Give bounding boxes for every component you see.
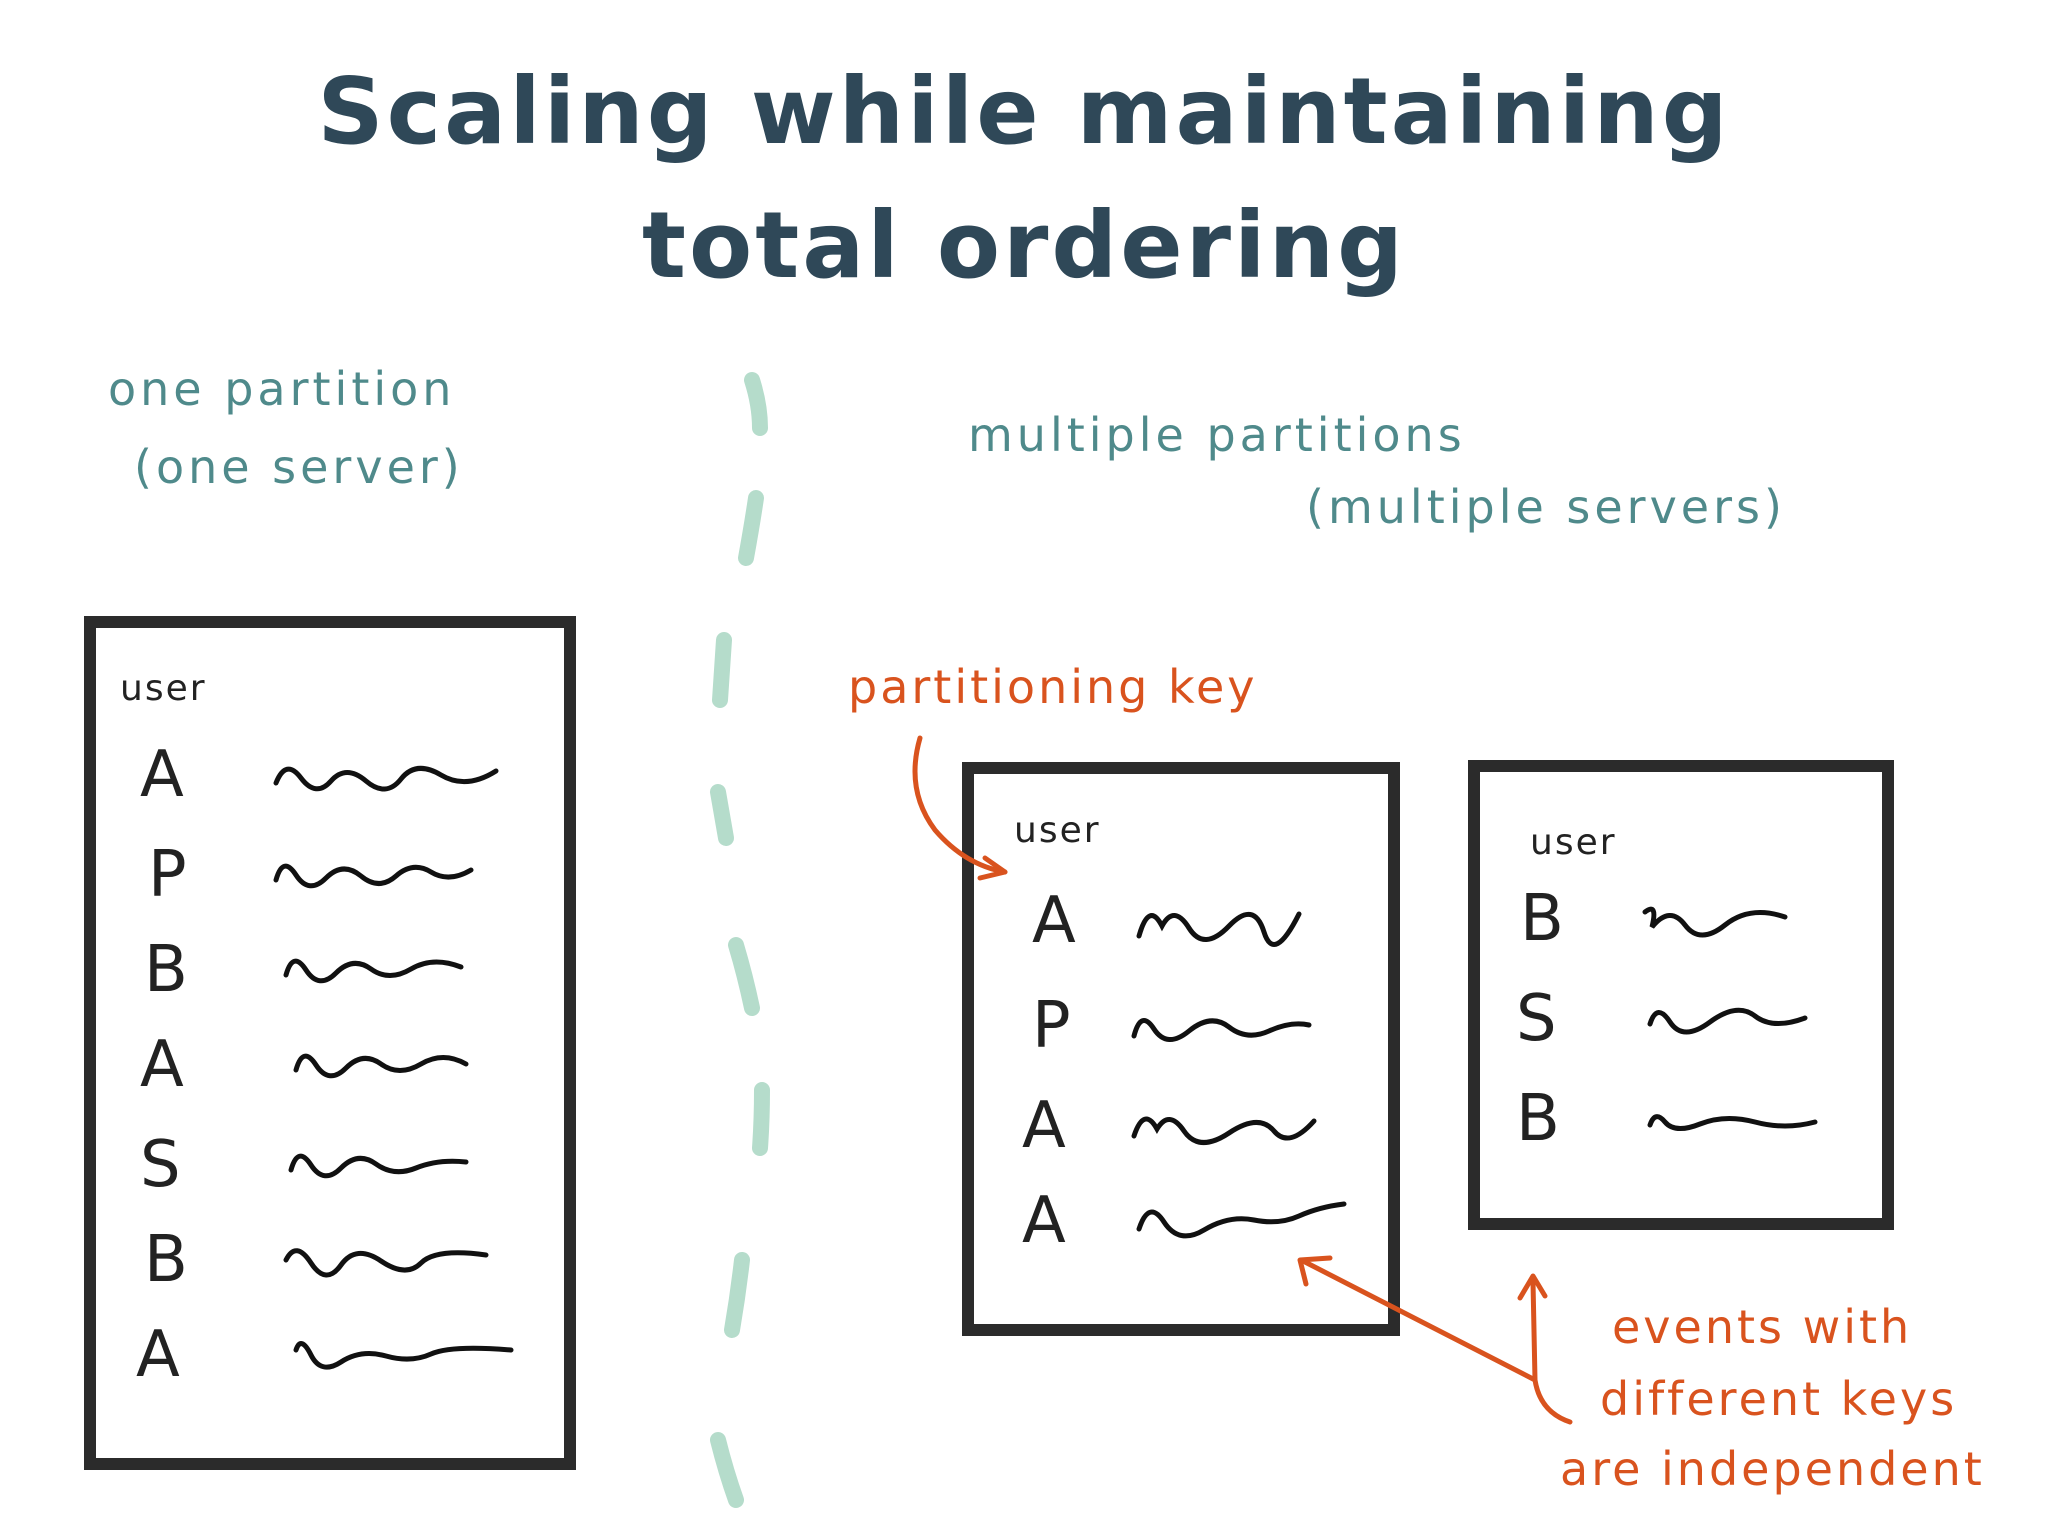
event-payload-squiggle: [293, 1053, 469, 1079]
event-payload-squiggle: [1642, 906, 1788, 938]
event-payload-squiggle: [273, 766, 499, 792]
note-line-3: are independent: [1560, 1442, 1985, 1496]
event-row: A: [96, 738, 564, 828]
partitioning-key-label: partitioning key: [848, 660, 1258, 714]
left-subheading: (one server): [134, 440, 464, 494]
title-line-1: Scaling while maintaining: [317, 58, 1731, 165]
event-row: B: [1480, 882, 1882, 972]
event-row: A: [96, 1028, 564, 1118]
user-key: A: [140, 1028, 184, 1102]
event-row: P: [974, 989, 1388, 1079]
left-heading: one partition: [108, 362, 456, 416]
event-payload-squiggle: [1647, 1007, 1808, 1035]
user-key: P: [148, 838, 187, 912]
event-row: A: [974, 884, 1388, 974]
column-label-user: user: [120, 668, 207, 709]
event-payload-squiggle: [1136, 1201, 1347, 1239]
event-payload-squiggle: [293, 1341, 514, 1370]
event-payload-squiggle: [283, 1248, 489, 1278]
event-payload-squiggle: [1136, 911, 1302, 947]
event-row: A: [974, 1089, 1388, 1179]
arrow-head: [977, 855, 1008, 881]
arrow-head: [1517, 1273, 1548, 1301]
event-row: A: [96, 1318, 564, 1408]
user-key: A: [1022, 1089, 1066, 1163]
user-key: B: [1520, 882, 1564, 956]
user-key: B: [1516, 1082, 1560, 1156]
user-key: S: [140, 1128, 181, 1202]
event-payload-squiggle: [273, 863, 474, 889]
user-key: P: [1032, 989, 1071, 1063]
note-line-2: different keys: [1600, 1372, 1958, 1426]
right-heading: multiple partitions: [968, 408, 1466, 462]
column-label-user: user: [1014, 810, 1101, 851]
event-row: B: [96, 1223, 564, 1313]
event-payload-squiggle: [1647, 1114, 1818, 1131]
user-key: A: [1022, 1184, 1066, 1258]
partition-a-box: user A P A A: [962, 762, 1400, 1336]
arrow-to-partition-a: [1302, 1259, 1573, 1425]
event-payload-squiggle: [283, 958, 464, 984]
title-line-2: total ordering: [642, 192, 1406, 299]
user-key: A: [140, 738, 184, 812]
single-partition-box: user A P B A S B A: [84, 616, 576, 1470]
partition-b-box: user B S B: [1468, 760, 1894, 1230]
arrow-to-partition-b: [1530, 1279, 1538, 1383]
user-key: B: [144, 933, 188, 1007]
user-key: S: [1516, 982, 1557, 1056]
user-key: B: [144, 1223, 188, 1297]
column-label-user: user: [1530, 822, 1617, 863]
user-key: A: [1032, 884, 1076, 958]
event-payload-squiggle: [1131, 1018, 1312, 1042]
user-key: A: [136, 1318, 180, 1392]
event-row: A: [974, 1184, 1388, 1274]
note-line-1: events with: [1612, 1300, 1913, 1354]
partitioning-key-arrow: [912, 735, 1008, 875]
arrow-head: [1297, 1255, 1333, 1287]
event-row: P: [96, 838, 564, 928]
event-row: S: [96, 1128, 564, 1218]
right-subheading: (multiple servers): [1306, 480, 1786, 534]
event-row: S: [1480, 982, 1882, 1072]
event-payload-squiggle: [288, 1153, 469, 1179]
event-row: B: [96, 933, 564, 1023]
event-row: B: [1480, 1082, 1882, 1172]
event-payload-squiggle: [1131, 1116, 1317, 1145]
